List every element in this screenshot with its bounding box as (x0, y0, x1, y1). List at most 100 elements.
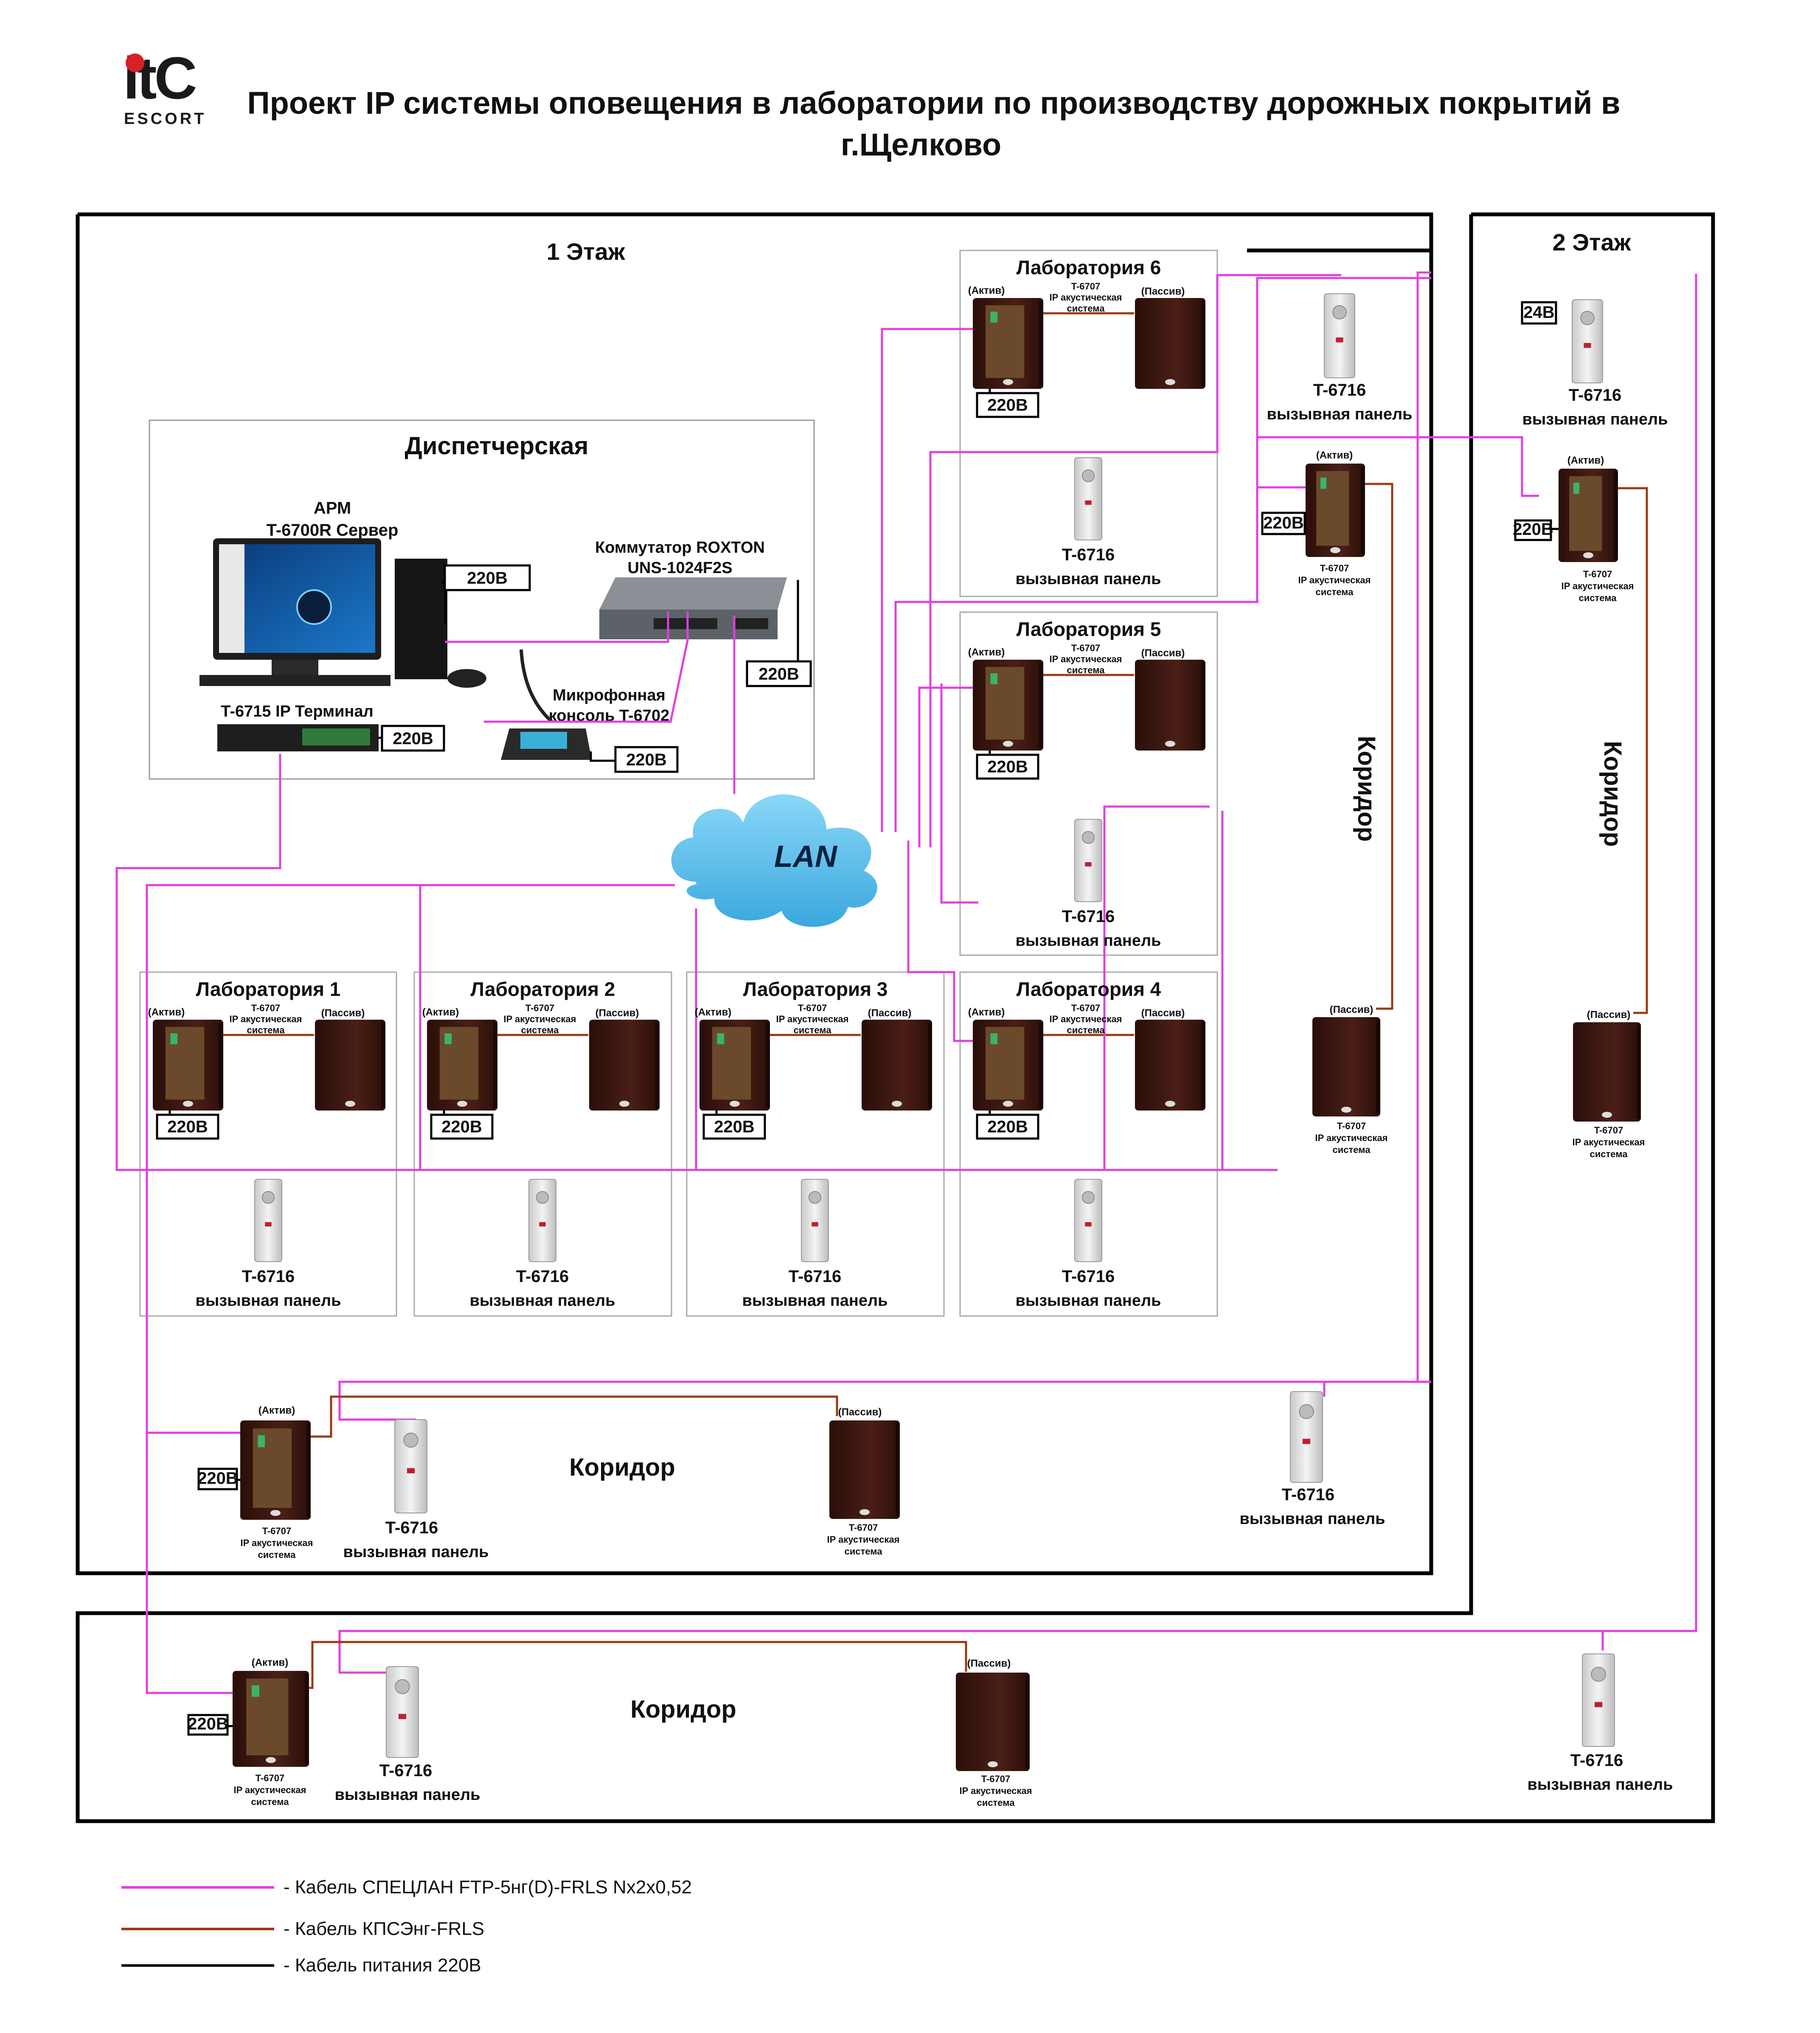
call-panel-f1-bottom-left-body (394, 1419, 427, 1513)
passive-label-f1-bottom: (Пассив) (838, 1406, 882, 1418)
power-box-lab1-box (156, 1114, 219, 1140)
speaker-cable-f1-bottom (297, 1395, 838, 1438)
active-speaker-lab3-amp-led (717, 1033, 725, 1044)
active-speaker-f1-bottom-side (306, 1423, 311, 1517)
call-panel-f2-bottom-right-call-button (1594, 1702, 1603, 1707)
system-label-f2-bottom: система (251, 1797, 289, 1807)
call-panel-lab2-speaker-grill (536, 1191, 549, 1204)
call-panel-lab1-speaker-grill (261, 1191, 275, 1204)
panel-model-f1-bottom-left: T-6716 (385, 1518, 438, 1537)
call-panel-lab4-body (1074, 1179, 1102, 1262)
legend-label-1: - Кабель СПЕЦЛАН FTP-5нг(D)-FRLS Nx2x0,5… (284, 1877, 692, 1898)
ip-terminal (217, 724, 379, 751)
type-label-lab3: IP акустическая (776, 1014, 848, 1024)
passive-speaker-lab2 (589, 1020, 660, 1111)
panel-desc-f2-top: вызывная панель (1522, 411, 1668, 428)
call-panel-f1-bottom-right-speaker-grill (1299, 1404, 1314, 1419)
active-label-f2-corridor: (Актив) (1567, 455, 1604, 466)
active-label-f1-bottom: (Актив) (258, 1405, 295, 1416)
passive-speaker-lab6 (1135, 298, 1205, 389)
lan-cable-2 (484, 611, 689, 723)
passive-speaker-f1-bottom-logo-badge (859, 1509, 870, 1515)
model-label-f1-corridor-passive: T-6707 (1337, 1121, 1366, 1131)
active-speaker-f1-bottom-logo-badge (270, 1510, 281, 1516)
system-label-f1-corridor: система (1316, 587, 1354, 597)
active-speaker-lab5-amp-led (990, 673, 998, 684)
lan-cable-12 (940, 683, 978, 904)
active-label-f1-corridor: (Актив) (1316, 450, 1353, 461)
type-label-lab1: IP акустическая (229, 1014, 302, 1024)
call-panel-lab1 (254, 1179, 282, 1262)
lan-cable-8 (881, 328, 978, 832)
active-speaker-f2-bottom-logo-badge (266, 1757, 276, 1763)
passive-speaker-lab5-logo-badge (1165, 741, 1175, 747)
active-speaker-lab2-logo-badge (457, 1101, 467, 1107)
panel-model-f1-bottom-right: T-6716 (1282, 1485, 1335, 1504)
passive-label-lab1: (Пассив) (321, 1007, 365, 1019)
panel-model-lab5: T-6716 (1062, 907, 1115, 926)
lan-cable-17 (1256, 436, 1431, 489)
call-panel-f2-bottom-right (1582, 1653, 1615, 1747)
type-label-lab6: IP акустическая (1049, 292, 1122, 303)
active-speaker-lab1-amp-led (170, 1033, 178, 1044)
system-label-lab1: система (247, 1025, 285, 1035)
passive-speaker-f2-corridor-logo-badge (1602, 1112, 1612, 1118)
active-speaker-lab6-logo-badge (1003, 379, 1013, 385)
itc-escort-logo: itC ESCORT (123, 45, 206, 128)
lan-cable-21 (1323, 1381, 1431, 1397)
passive-speaker-f2-corridor (1573, 1022, 1641, 1122)
logo-sub: ESCORT (124, 110, 206, 128)
corridor-label-f1-bottom: Коридор (569, 1454, 675, 1481)
call-panel-lab2-body (528, 1179, 556, 1262)
type-label-f1-bottom: IP акустическая (240, 1538, 313, 1548)
arm-computer (199, 538, 486, 688)
legend: - Кабель СПЕЦЛАН FTP-5нг(D)-FRLS Nx2x0,5… (121, 1877, 692, 1976)
panel-desc-f1-bottom-right: вызывная панель (1239, 1510, 1385, 1528)
model-label-lab3: T-6707 (798, 1003, 827, 1013)
power-box-lab6-box (976, 392, 1039, 418)
passive-speaker-f1-corridor-side (1376, 1020, 1380, 1114)
power-box-f1-corridor: 220В (1263, 514, 1304, 532)
active-speaker-lab3-logo-badge (730, 1101, 740, 1107)
passive-speaker-lab2-logo-badge (619, 1101, 629, 1107)
active-speaker-f2-corridor-logo-badge (1583, 552, 1593, 558)
call-panel-lab5 (1074, 819, 1102, 902)
call-panel-f2-top-speaker-grill (1580, 311, 1595, 325)
call-panel-lab4 (1074, 1179, 1102, 1262)
call-panel-lab6-body (1074, 457, 1102, 540)
active-speaker-lab2-side (493, 1022, 497, 1108)
type-label-f2-bottom-passive: IP акустическая (959, 1786, 1032, 1796)
passive-speaker-lab4-side (1201, 1022, 1205, 1108)
panel-desc-f1-bottom-left: вызывная панель (343, 1543, 489, 1561)
power-box-f1-corridor-box (1261, 512, 1306, 535)
call-panel-f2-bottom-left-call-button (398, 1714, 407, 1719)
lab-rooms (139, 250, 1218, 1317)
active-speaker-lab3 (699, 1020, 770, 1111)
call-panel-f1-bottom-left-speaker-grill (403, 1432, 418, 1448)
call-panel-lab1-call-button (265, 1222, 272, 1227)
active-speaker-lab5-logo-badge (1003, 741, 1013, 747)
power-cable-mic (590, 751, 615, 762)
lan-cloud (668, 792, 880, 930)
passive-speaker-f2-bottom-logo-badge (988, 1761, 998, 1767)
passive-speaker-lab2-body (589, 1020, 660, 1111)
panel-model-f1-top: T-6716 (1313, 381, 1366, 399)
active-speaker-f2-corridor-side (1614, 471, 1618, 560)
lan-cable-15 (1103, 805, 1210, 1169)
model-label-lab5: T-6707 (1071, 643, 1101, 653)
call-panel-f1-bottom-left (394, 1419, 427, 1513)
passive-speaker-lab4 (1135, 1020, 1205, 1111)
dispatch-room (149, 419, 815, 780)
passive-label-lab2: (Пассив) (595, 1007, 639, 1019)
active-label-lab1: (Актив) (148, 1007, 185, 1018)
passive-speaker-lab4-logo-badge (1165, 1101, 1175, 1107)
system-label-lab3: система (794, 1025, 832, 1035)
panel-model-lab4: T-6716 (1062, 1267, 1115, 1286)
lan-cable-3 (115, 754, 1278, 1171)
call-panel-f2-bottom-right-speaker-grill (1591, 1667, 1606, 1682)
power-box-f1-bottom: 220В (197, 1469, 238, 1488)
power-box-f2-corridor: 220В (1513, 520, 1553, 539)
model-label-f2-bottom-passive: T-6707 (981, 1774, 1011, 1784)
